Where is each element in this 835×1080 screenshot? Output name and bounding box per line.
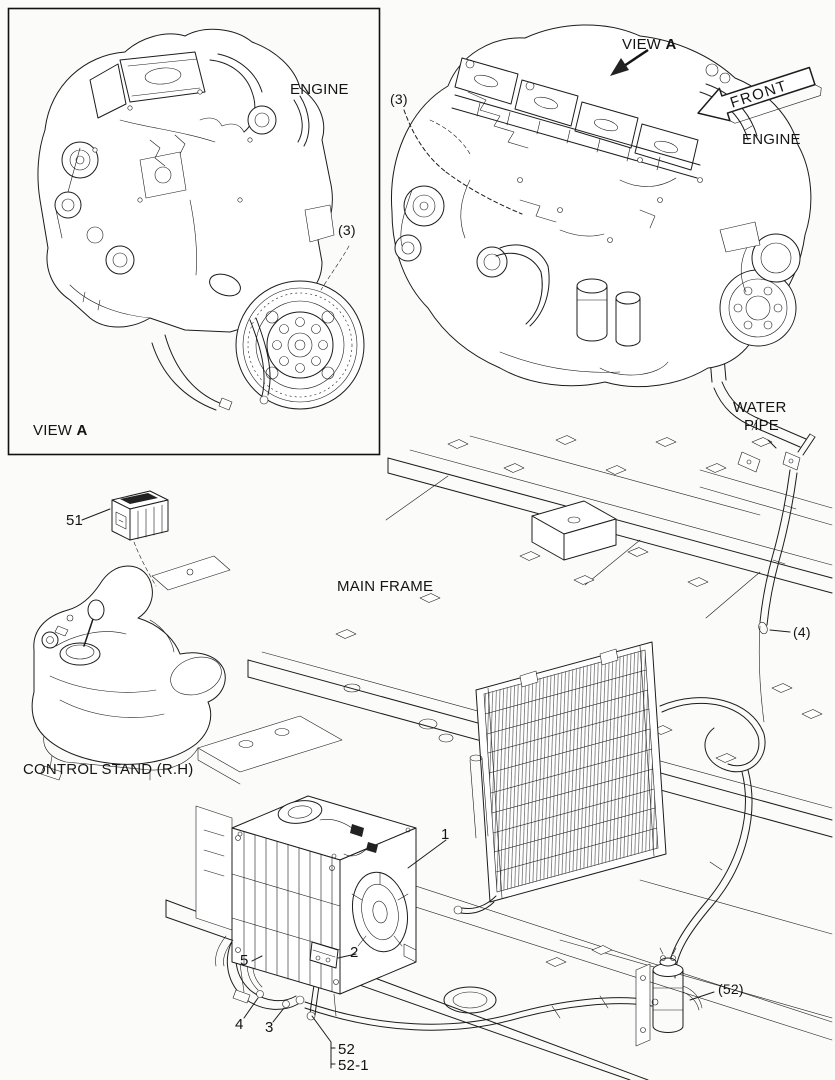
leader-lines — [81, 439, 791, 1069]
callout-5: 5 — [240, 952, 249, 969]
engine-inset-drawing — [37, 28, 365, 411]
controller-module-51 — [111, 490, 169, 587]
condenser-drawing — [453, 641, 667, 915]
control-stand-drawing — [31, 490, 231, 781]
inset-callout-3: (3) — [338, 222, 356, 238]
main-view-letter: A — [665, 36, 677, 53]
inset-view — [7, 7, 381, 456]
flywheel — [235, 280, 365, 410]
callout-3: 3 — [265, 1019, 274, 1036]
view-a-arrow — [610, 48, 649, 76]
main-engine-label: ENGINE — [742, 131, 801, 148]
receiver-drier-drawing — [635, 947, 703, 1047]
engine-main-drawing — [391, 24, 812, 388]
inset-view-word: VIEW — [33, 422, 73, 439]
callout-4: 4 — [235, 1016, 244, 1033]
main-view-word: VIEW — [622, 36, 662, 53]
main-frame-label: MAIN FRAME — [337, 578, 434, 595]
inset-view-a-label: VIEW A — [33, 422, 88, 439]
control-stand-label: CONTROL STAND (R.H) — [23, 761, 194, 778]
callout-3-engine: (3) — [390, 91, 408, 107]
hvac-unit-drawing — [195, 715, 417, 1017]
callout-4-hose: (4) — [793, 624, 811, 640]
callout-1: 1 — [441, 826, 450, 843]
main-view-a-label: VIEW A — [622, 36, 677, 53]
callout-52: 52 — [338, 1041, 356, 1058]
inset-view-letter: A — [76, 422, 88, 439]
callout-52-drier: (52) — [718, 981, 744, 997]
callout-2: 2 — [350, 944, 359, 961]
inset-engine-label: ENGINE — [290, 81, 349, 98]
mounting-pads — [335, 435, 823, 967]
callout-52-1: 52-1 — [338, 1057, 369, 1074]
water-pipe-label-line1: WATER — [733, 399, 787, 416]
callout-51: 51 — [66, 512, 84, 529]
water-pipe-label-line2: PIPE — [744, 417, 779, 434]
